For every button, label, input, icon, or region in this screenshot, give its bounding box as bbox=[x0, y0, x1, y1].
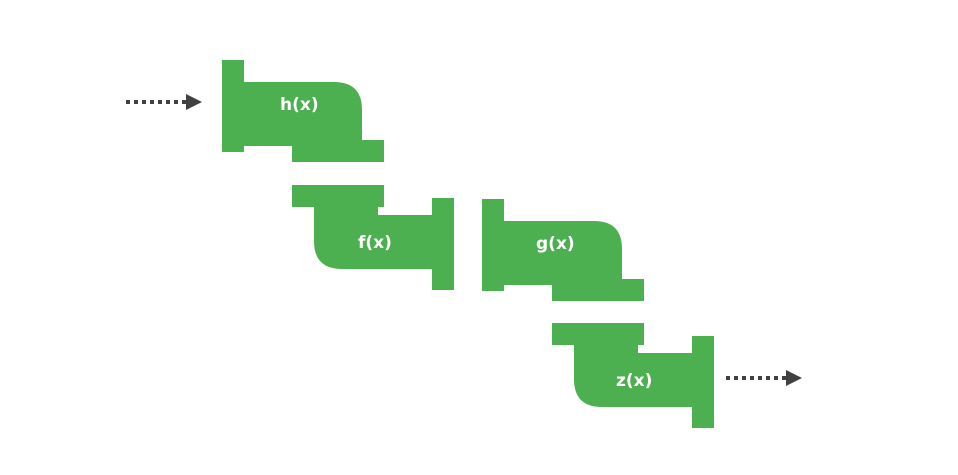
pipe-f: f(x) bbox=[292, 185, 454, 290]
pipe-z: z(x) bbox=[552, 323, 714, 428]
pipe-h: h(x) bbox=[222, 60, 384, 162]
pipe-g-label: g(x) bbox=[536, 234, 575, 254]
pipe-f-label: f(x) bbox=[358, 233, 392, 253]
pipe-z-label: z(x) bbox=[616, 371, 652, 391]
pipe-h-label: h(x) bbox=[280, 95, 319, 115]
output-arrow bbox=[726, 370, 802, 386]
input-arrow bbox=[126, 94, 202, 110]
pipe-g: g(x) bbox=[482, 199, 644, 301]
